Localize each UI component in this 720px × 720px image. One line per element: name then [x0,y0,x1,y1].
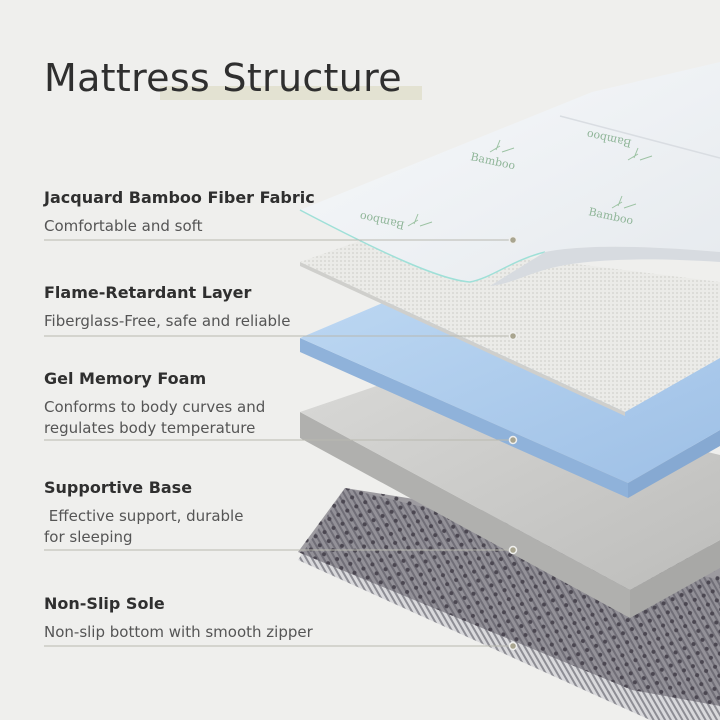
feature-bamboo-fabric: Jacquard Bamboo Fiber Fabric Comfortable… [44,188,315,237]
feature-title: Supportive Base [44,478,193,497]
page-title: Mattress Structure [44,56,402,100]
feature-description: Fiberglass-Free, safe and reliable [44,312,291,330]
feature-gel-memory-foam: Gel Memory Foam Conforms to body curves … [44,369,265,439]
feature-supportive-base: Supportive Base Effective support, durab… [44,478,243,548]
feature-description: Non-slip bottom with smooth zipper [44,623,313,641]
title-highlight [160,86,422,100]
feature-title: Jacquard Bamboo Fiber Fabric [44,188,315,207]
feature-title: Non-Slip Sole [44,594,165,613]
feature-description: Effective support, durable for sleeping [44,507,244,546]
bamboo-fabric-layer: Bamboo Bamboo Bamboo Bamboo [299,62,720,286]
feature-non-slip-sole: Non-Slip Sole Non-slip bottom with smoot… [44,594,313,643]
feature-description: Comfortable and soft [44,217,203,235]
feature-flame-retardant: Flame-Retardant Layer Fiberglass-Free, s… [44,283,290,332]
feature-title: Gel Memory Foam [44,369,207,388]
feature-title: Flame-Retardant Layer [44,283,252,302]
flame-retardant-layer [300,238,720,416]
feature-description: Conforms to body curves and regulates bo… [44,398,266,437]
